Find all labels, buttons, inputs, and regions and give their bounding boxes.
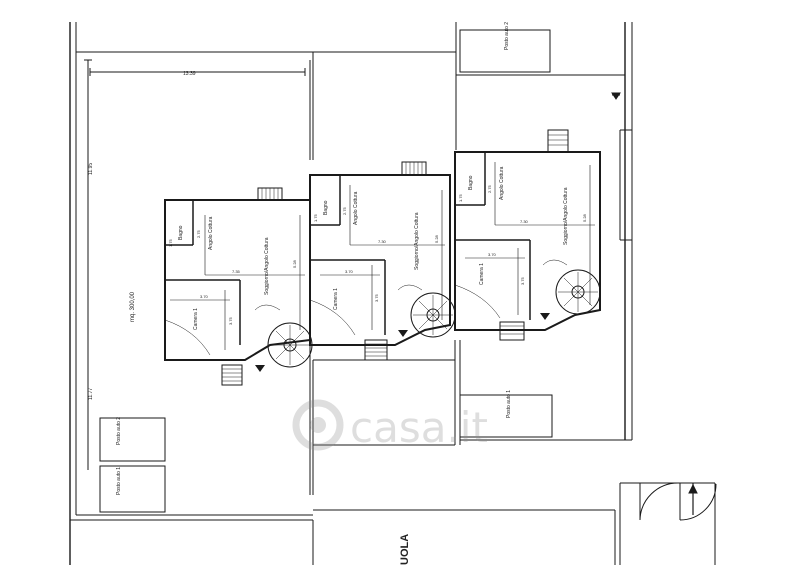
unit-3-dim-bath-h: 2.75: [487, 184, 492, 193]
dimension-left-lower: 11.77: [88, 388, 94, 400]
lot-area-label: mq. 300,00: [130, 291, 136, 322]
unit-1-dim-bed-w: 3.70: [200, 294, 209, 299]
unit-2-bedroom-label: Camera 1: [333, 288, 339, 310]
unit-1-dim-living-h: 5.28: [292, 259, 297, 268]
unit-1-dim-bed-h: 3.75: [228, 316, 233, 325]
unit-2-kitchen-corner-label: Angolo Cottura: [353, 191, 359, 225]
unit-2-bathroom-label: Bagno: [323, 200, 329, 215]
unit-3-bathroom-label: Bagno: [468, 175, 474, 190]
unit-1-dim-bath-h: 2.75: [196, 229, 201, 238]
unit-1-bedroom-label: Camera 1: [193, 308, 199, 330]
unit-1-bathroom-label: Bagno: [178, 225, 184, 240]
unit-3-dim-bed-h: 3.75: [520, 276, 525, 285]
unit-2-dim-bed-w: 3.70: [345, 269, 354, 274]
unit-2-dim-living-w: 7.30: [378, 239, 387, 244]
watermark: casa.it: [292, 399, 488, 452]
unit-2-dim-living-h: 5.28: [434, 234, 439, 243]
unit-2-dim-bath-w: 1.75: [313, 213, 318, 222]
unit-3-dim-bath-w: 1.75: [458, 193, 463, 202]
unit-1-living-label: Soggiorno/Angolo Cottura: [264, 237, 270, 295]
unit-1: [164, 187, 313, 386]
dimension-left: 11.95: [88, 163, 94, 175]
dimension-top: 13.39: [183, 71, 196, 77]
unit-1-dim-bath-w: 1.75: [168, 238, 173, 247]
unit-1-dim-living-w: 7.35: [232, 269, 241, 274]
unit-3-bedroom-label: Camera 1: [479, 263, 485, 285]
unit-2-dim-bath-h: 2.75: [342, 206, 347, 215]
unit-1-kitchen-corner-label: Angolo Cottura: [208, 216, 214, 250]
unit-3-dim-bed-w: 3.70: [488, 252, 497, 257]
unit-3: [454, 129, 601, 341]
unit-3-dim-living-h: 5.28: [582, 213, 587, 222]
street-name-fragment: UOLA: [399, 534, 411, 565]
unit-3-living-label: Soggiorno/Angolo Cottura: [563, 187, 569, 245]
unit-2: [309, 161, 456, 361]
unit-3-kitchen-corner-label: Angolo Cottura: [499, 166, 505, 200]
unit-3-dim-living-w: 7.30: [520, 219, 529, 224]
parking-left-lower-label: Posto auto 1: [116, 467, 122, 495]
watermark-text: casa.it: [350, 403, 488, 452]
parking-top-right-label: Posto auto 2: [504, 22, 510, 50]
unit-2-living-label: Soggiorno/Angolo Cottura: [414, 212, 420, 270]
unit-2-dim-bed-h: 3.75: [374, 293, 379, 302]
parking-mid-right-label: Posto auto 1: [506, 390, 512, 418]
parking-left-upper-label: Posto auto 2: [116, 417, 122, 445]
